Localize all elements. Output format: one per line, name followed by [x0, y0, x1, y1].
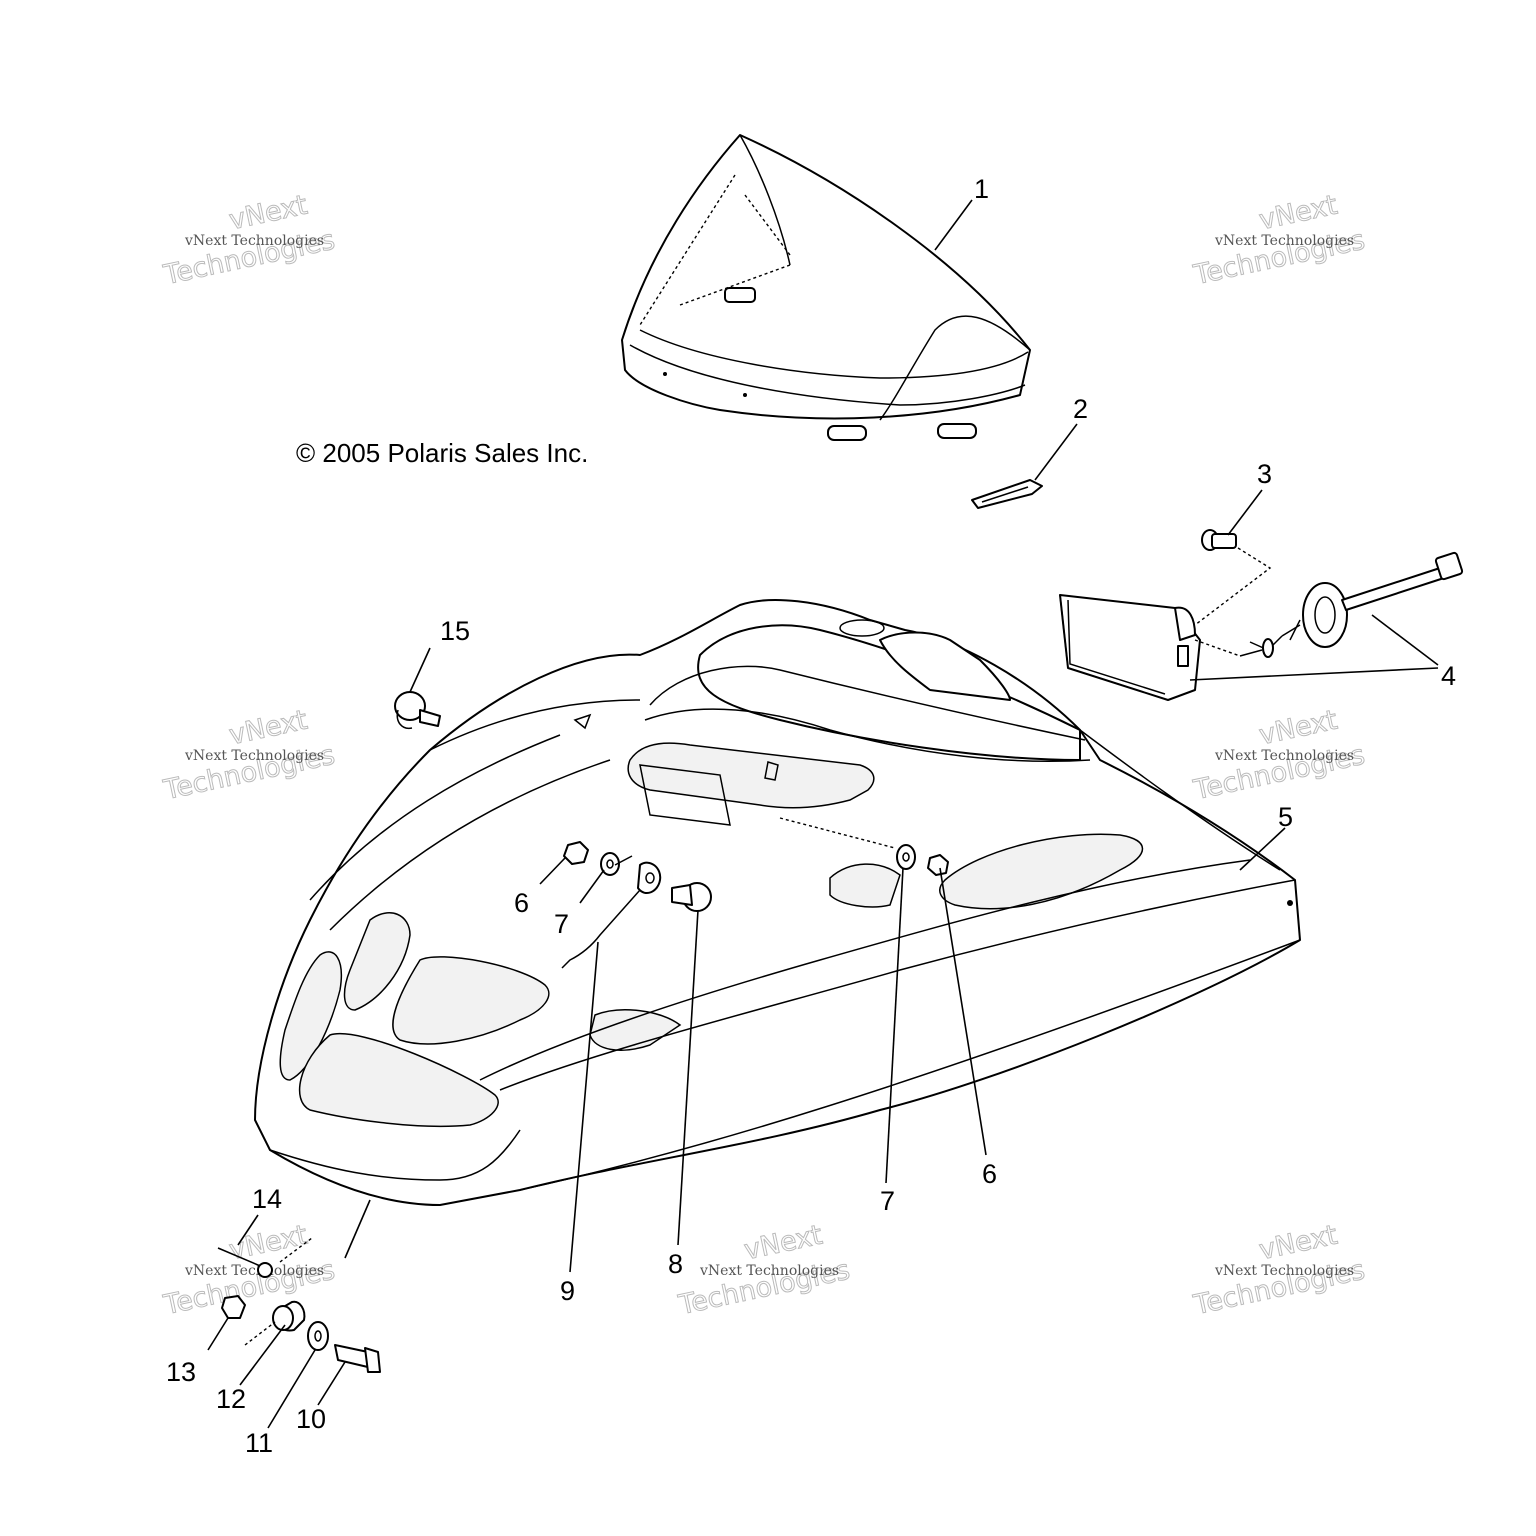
- callout-5: 5: [1278, 802, 1293, 832]
- hardware-left: [561, 841, 712, 969]
- callout-13: 13: [166, 1357, 196, 1387]
- bolt-stack: [217, 1237, 381, 1373]
- callout-6-right: 6: [982, 1159, 997, 1189]
- svg-text:vNext: vNext: [1256, 190, 1340, 237]
- callout-10: 10: [296, 1404, 326, 1434]
- svg-text:vNext Technologies: vNext Technologies: [699, 1263, 839, 1279]
- callout-11: 11: [245, 1428, 273, 1458]
- callout-7-right: 7: [880, 1186, 895, 1216]
- clip: [394, 691, 441, 730]
- screw: [1194, 529, 1272, 626]
- callout-12: 12: [216, 1384, 246, 1414]
- svg-text:vNext: vNext: [1256, 1220, 1340, 1267]
- svg-text:vNext Technologies: vNext Technologies: [1214, 748, 1354, 764]
- watermark: vNext Technologies vNext Technologies: [160, 704, 338, 807]
- svg-text:vNext Technologies: vNext Technologies: [184, 748, 324, 764]
- svg-text:vNext Technologies: vNext Technologies: [1214, 233, 1354, 249]
- callout-labels: 1 2 3 4 5 6 7 7 6 8 9 14 13 12 11 10 15: [166, 174, 1456, 1458]
- watermark: vNext Technologies vNext Technologies: [160, 189, 338, 292]
- headlight-assembly: [1059, 551, 1464, 701]
- callout-14: 14: [252, 1184, 282, 1214]
- watermark: vNext Technologies vNext Technologies: [1190, 704, 1368, 807]
- hood: [254, 599, 1301, 1206]
- callout-9: 9: [560, 1276, 575, 1306]
- copyright-notice: © 2005 Polaris Sales Inc.: [296, 438, 588, 468]
- callout-4: 4: [1441, 661, 1456, 691]
- callout-2: 2: [1073, 394, 1088, 424]
- svg-text:vNext: vNext: [226, 705, 310, 752]
- watermark: vNext Technologies vNext Technologies: [1190, 189, 1368, 292]
- callout-8: 8: [668, 1249, 683, 1279]
- svg-text:vNext: vNext: [741, 1220, 825, 1267]
- callout-1: 1: [974, 174, 989, 204]
- svg-text:vNext Technologies: vNext Technologies: [184, 233, 324, 249]
- callout-6-left: 6: [514, 888, 529, 918]
- leader-lines: [207, 199, 1439, 1429]
- callout-7-left: 7: [554, 909, 569, 939]
- svg-text:vNext: vNext: [226, 190, 310, 237]
- windshield: [621, 134, 1031, 441]
- svg-text:vNext Technologies: vNext Technologies: [184, 1263, 324, 1279]
- callout-3: 3: [1257, 459, 1272, 489]
- svg-text:vNext Technologies: vNext Technologies: [1214, 1263, 1354, 1279]
- watermark: vNext Technologies vNext Technologies: [675, 1219, 853, 1322]
- callout-15: 15: [440, 616, 470, 646]
- svg-text:vNext: vNext: [1256, 705, 1340, 752]
- hardware-right: [764, 761, 949, 876]
- fastener-strip: [971, 479, 1043, 509]
- watermark: vNext Technologies vNext Technologies: [1190, 1219, 1368, 1322]
